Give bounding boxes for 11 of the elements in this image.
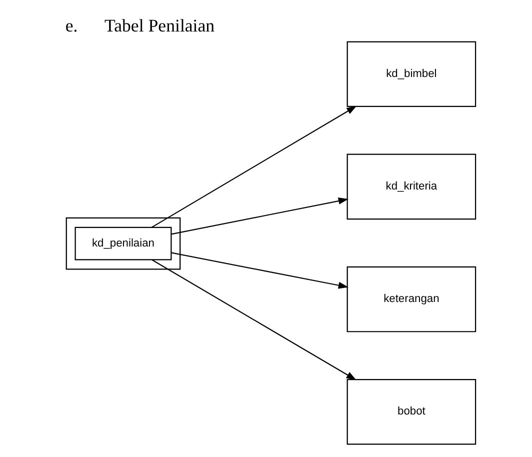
node-box: kd_penilaian [74, 226, 172, 260]
node-box: bobot [346, 379, 476, 445]
arrow [170, 252, 348, 289]
node-box: kd_bimbel [346, 41, 476, 107]
node-box: keterangan [346, 266, 476, 332]
cluster [65, 217, 180, 270]
arrow [152, 260, 356, 380]
arrow [170, 198, 348, 235]
node-box: kd_kriteria [346, 154, 476, 220]
diagram-title: e. Tabel Penilaian [64, 16, 214, 36]
arrow [150, 106, 356, 228]
